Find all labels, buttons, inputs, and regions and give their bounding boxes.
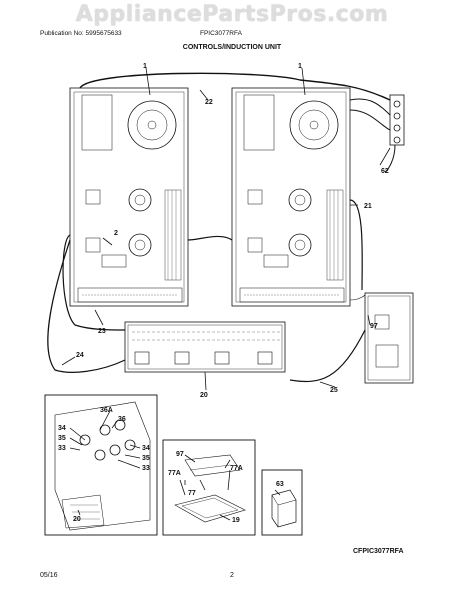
induction-board-left [69,87,189,307]
callout-25: 25 [330,387,338,394]
callout-1-left: 1 [143,63,147,70]
callout-34-left: 34 [58,425,66,432]
callout-22: 22 [205,99,213,106]
power-board [364,292,414,384]
callout-21: 21 [364,203,372,210]
callout-77a-left: 77A [168,470,181,477]
callout-2: 2 [114,230,118,237]
callout-1-right: 1 [298,63,302,70]
callout-24: 24 [76,352,84,359]
footer-date: 05/16 [40,572,58,579]
callout-35-left: 35 [58,435,66,442]
inset-control-detail [44,394,158,536]
callout-19: 19 [232,517,240,524]
diagram-model-label: CFPIC3077RFA [353,548,404,555]
callout-77: 77 [188,490,196,497]
callout-33-right: 33 [142,465,150,472]
callout-63: 63 [276,481,284,488]
callout-97-inset: 97 [176,451,184,458]
callout-62: 62 [381,168,389,175]
touch-control-board [124,321,286,373]
callout-33-left: 33 [58,445,66,452]
inset-relay-detail [261,469,303,536]
induction-board-right [231,87,351,307]
callout-23: 23 [98,328,106,335]
callout-20-inset: 20 [73,516,81,523]
callout-20: 20 [200,392,208,399]
watermark: AppliancePartsPros.com [75,2,389,27]
callout-36a: 36A [100,407,113,414]
model-number: FPIC3077RFA [200,30,242,37]
callout-34-right: 34 [142,445,150,452]
diagram-title: CONTROLS/INDUCTION UNIT [182,44,282,51]
terminal-block [389,94,405,146]
callout-77a-right: 77A [230,465,243,472]
page-number: 2 [230,572,234,579]
callout-35-right: 35 [142,455,150,462]
callout-97: 97 [370,323,378,330]
publication-number: Publication No: 5995675633 [40,30,122,37]
callout-36: 36 [118,416,126,423]
inset-bracket-detail [162,439,256,536]
